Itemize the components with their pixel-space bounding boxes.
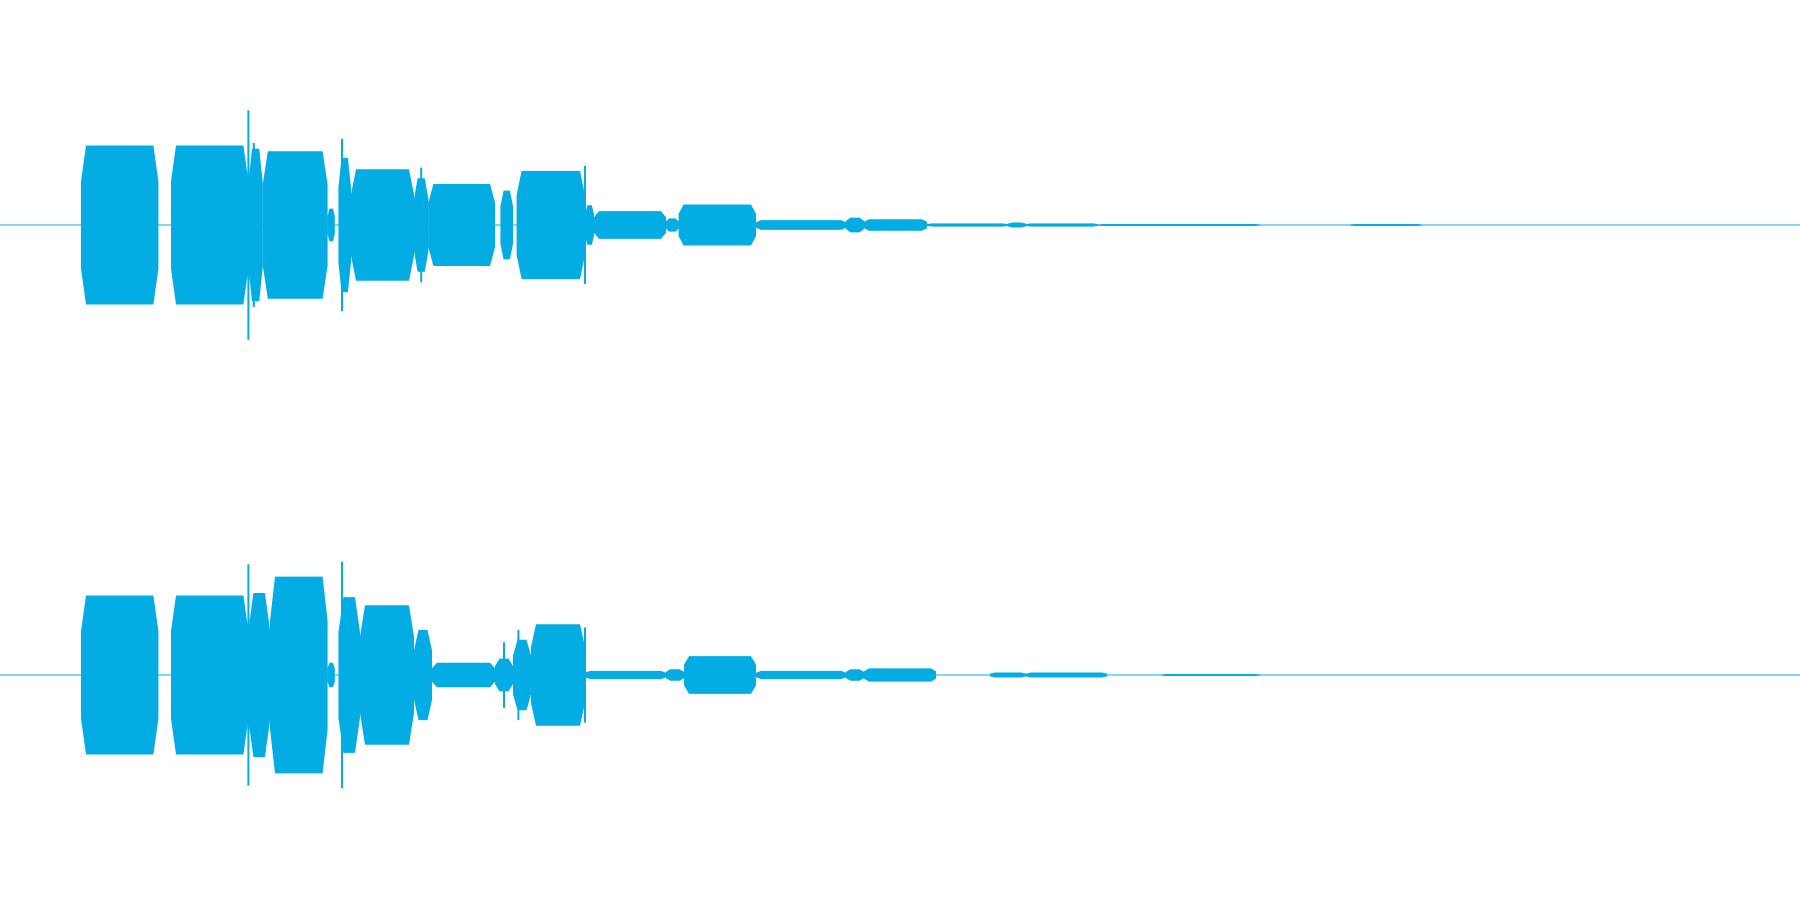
channel-2-segment-8 [414, 629, 432, 721]
channel-1-segment-16 [756, 220, 846, 230]
channel-1-segment-21 [1026, 223, 1098, 227]
channel-1-segment-11 [516, 170, 585, 280]
channel-2-segment-21 [1161, 674, 1260, 676]
channel-1-segment-4 [262, 151, 328, 299]
channel-2-segment-13 [585, 670, 666, 680]
channel-1-segment-13 [594, 211, 666, 239]
channel-2-segment-1 [81, 595, 159, 755]
channel-1-segment-22 [1098, 224, 1260, 226]
channel-1-segment-15 [678, 204, 756, 246]
channel-1-segment-3 [248, 148, 263, 302]
channel-1-segment-2 [171, 145, 249, 305]
channel-1-segment-10 [500, 190, 513, 260]
channel-1-segment-5 [327, 208, 335, 242]
channel-2-segment-18 [864, 668, 936, 682]
channel-1-segment-19 [927, 223, 1008, 227]
channel-2-segment-16 [756, 670, 846, 680]
channel-1[interactable] [0, 110, 1800, 340]
channel-1-segment-23 [1350, 224, 1422, 226]
channel-2-segment-20 [1026, 672, 1107, 678]
channel-1-waveform [81, 110, 1422, 340]
channel-1-segment-6 [338, 157, 351, 293]
channel-1-segment-9 [428, 184, 495, 266]
channel-2-waveform [81, 561, 1260, 789]
channel-2-segment-12 [531, 624, 585, 726]
channel-1-segment-7 [351, 169, 414, 281]
channel-2-segment-19 [990, 672, 1026, 678]
channel-1-segment-18 [864, 219, 927, 231]
channel-2-segment-6 [338, 597, 360, 753]
channel-1-segment-20 [1008, 222, 1026, 228]
channel-2-segment-14 [666, 669, 684, 681]
channel-2-segment-17 [846, 669, 864, 681]
channel-2-segment-9 [432, 662, 495, 688]
channel-2[interactable] [0, 561, 1800, 789]
channel-1-segment-14 [666, 218, 679, 232]
channel-2-segment-4 [270, 576, 328, 774]
channel-2-segment-11 [513, 639, 531, 711]
channel-2-segment-15 [684, 656, 756, 694]
channel-1-segment-12 [585, 205, 594, 245]
channel-1-segment-1 [81, 145, 159, 305]
channel-2-segment-3 [248, 593, 270, 757]
channel-2-segment-2 [171, 595, 249, 755]
channel-1-segment-17 [846, 217, 864, 233]
channel-2-segment-7 [360, 605, 414, 745]
channel-2-segment-5 [327, 662, 335, 688]
